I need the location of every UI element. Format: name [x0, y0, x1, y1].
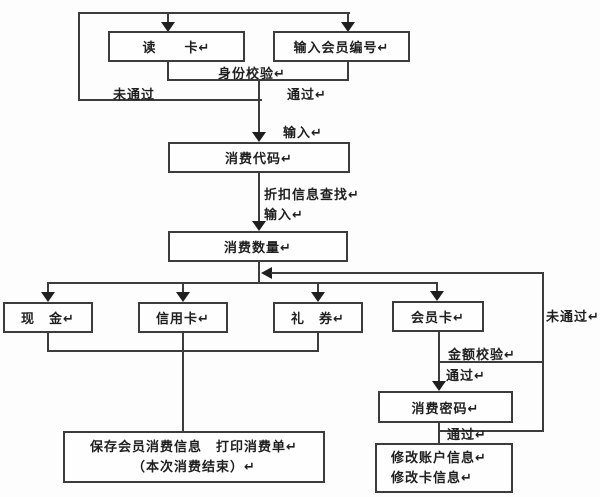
- edge-password-to-fail: [438, 430, 544, 432]
- edge-code-to-qty: [258, 172, 260, 222]
- edge-stem-credit: [182, 283, 184, 293]
- node-read-card: 读 卡↵: [108, 31, 245, 62]
- arrow-into-gift-voucher-icon: [311, 292, 325, 302]
- edge-stem-member: [436, 283, 438, 292]
- node-cash-label: 现 金↵: [21, 311, 75, 326]
- node-credit-card: 信用卡↵: [138, 302, 228, 333]
- label-amount-check: 金额校验↵: [448, 347, 516, 362]
- label-fail-right: 未通过↵: [546, 309, 600, 324]
- arrow-into-cash-icon: [41, 292, 55, 302]
- edge-distribution-bar: [47, 282, 438, 284]
- node-cash: 现 金↵: [3, 302, 93, 333]
- arrow-into-read-card-icon: [161, 22, 175, 32]
- edge-password-down: [438, 422, 440, 444]
- label-discount-lookup: 折扣信息查找↵: [264, 187, 360, 202]
- node-consume-password-label: 消费密码↵: [411, 400, 480, 416]
- node-read-card-label: 读 卡↵: [142, 40, 211, 55]
- node-input-member-id: 输入会员编号↵: [273, 31, 410, 62]
- edge-top-loop-horizontal: [78, 12, 350, 14]
- edge-stem-input-member: [347, 13, 349, 23]
- edge-gift-down: [317, 332, 319, 352]
- edge-qty-down: [258, 261, 260, 283]
- node-consume-qty-label: 消费数量↵: [224, 240, 292, 255]
- label-pass-mid: 通过↵: [446, 368, 486, 383]
- edge-amount-check-to-fail: [438, 361, 544, 363]
- node-modify-account-line: 修改账户信息↵: [391, 449, 487, 465]
- node-gift-voucher-label: 礼 券↵: [291, 311, 345, 326]
- edge-stem-gift: [317, 283, 319, 293]
- arrow-into-input-member-icon: [341, 22, 355, 32]
- arrow-into-member-card-icon: [430, 291, 444, 301]
- edge-fail-loop-bottom: [78, 99, 262, 101]
- edge-pass-down-1: [258, 80, 260, 133]
- node-save-print-line2: （本次消费结束）↵: [132, 459, 256, 474]
- label-input-1: 输入↵: [283, 125, 323, 140]
- node-gift-voucher: 礼 券↵: [273, 302, 363, 333]
- node-consume-code: 消费代码↵: [168, 142, 350, 173]
- node-save-print: 保存会员消费信息 打印消费单↵ （本次消费结束）↵: [63, 431, 325, 483]
- arrow-into-consume-code-icon: [252, 132, 266, 142]
- edge-stem-read-card: [167, 13, 169, 23]
- edge-input-member-down: [347, 61, 349, 81]
- edge-credit-down-to-save: [182, 332, 184, 432]
- label-pass-top: 通过↵: [287, 87, 327, 102]
- node-credit-card-label: 信用卡↵: [156, 311, 210, 326]
- arrow-into-consume-password-icon: [432, 381, 446, 391]
- arrow-into-credit-card-icon: [176, 292, 190, 302]
- arrow-into-consume-qty-icon: [252, 221, 266, 231]
- node-consume-qty: 消费数量↵: [168, 231, 348, 262]
- edge-fail-loop-vertical: [78, 12, 80, 101]
- edge-read-card-down: [167, 61, 169, 81]
- label-identity-check: 身份校验↵: [218, 66, 286, 81]
- label-input-2: 输入↵: [264, 207, 304, 222]
- node-save-print-line1: 保存会员消费信息 打印消费单↵: [90, 438, 298, 454]
- node-modify-card-line: 修改卡信息↵: [391, 470, 473, 485]
- arrow-return-left-icon: [261, 267, 272, 279]
- label-fail-left: 未通过: [113, 87, 156, 102]
- node-input-member-id-label: 输入会员编号↵: [293, 40, 390, 55]
- node-consume-code-label: 消费代码↵: [225, 151, 293, 166]
- edge-stem-cash: [47, 283, 49, 293]
- edge-fail-right-vertical: [542, 272, 544, 432]
- label-pass-bottom: 通过↵: [447, 427, 487, 442]
- node-modify-info: 修改账户信息↵ 修改卡信息↵: [375, 443, 513, 493]
- node-member-card-label: 会员卡↵: [411, 310, 465, 325]
- node-consume-password: 消费密码↵: [378, 391, 513, 423]
- edge-cash-down: [47, 332, 49, 352]
- edge-member-down: [438, 331, 440, 382]
- edge-return-horizontal: [271, 272, 544, 274]
- node-member-card: 会员卡↵: [392, 301, 484, 332]
